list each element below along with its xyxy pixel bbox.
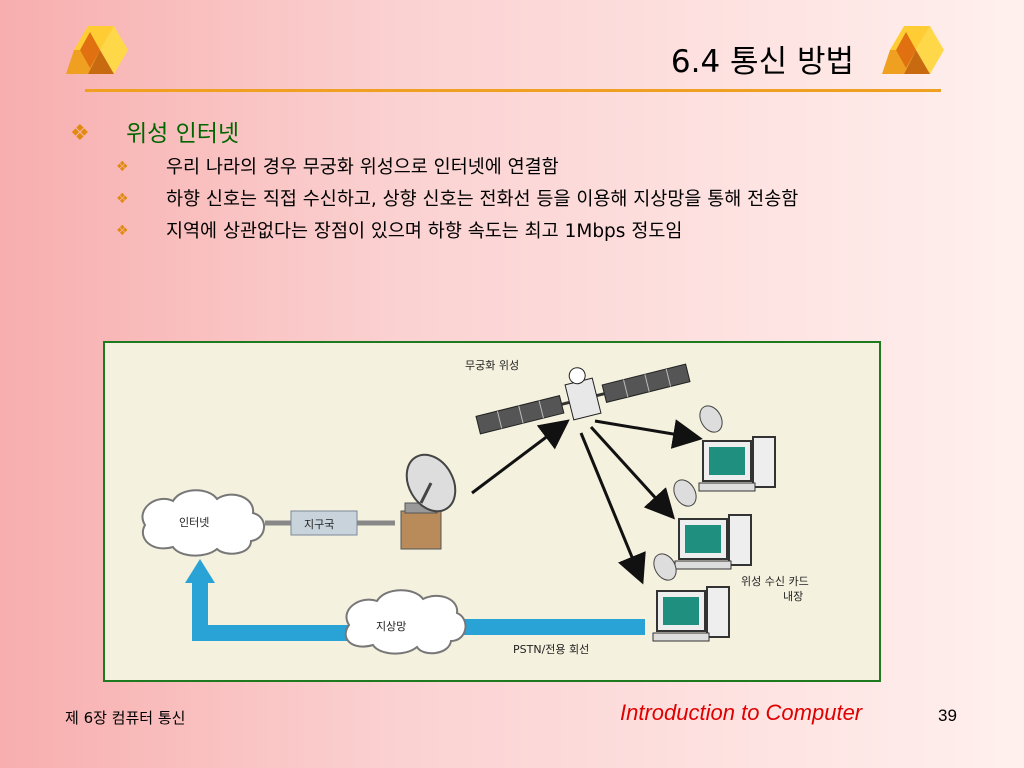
computer-icon [673, 479, 752, 570]
heading-text: 위성 인터넷 [126, 121, 240, 147]
satellite-label: 무궁화 위성 [465, 359, 519, 372]
card-label-line1: 위성 수신 카드 [741, 575, 809, 588]
list-item-text: 지역에 상관없다는 장점이 있으며 하향 속도는 최고 1Mbps 정도임 [166, 221, 683, 242]
earth-station-box [290, 510, 358, 536]
computer-icon [698, 405, 776, 492]
footer-chapter: 제 6장 컴퓨터 통신 [65, 709, 186, 727]
bullet-list: ❖ 위성 인터넷 ❖ 우리 나라의 경우 무궁화 위성으로 인터넷에 연결함 ❖… [70, 118, 950, 250]
cube-logo-icon [66, 26, 128, 74]
cloud-icon [344, 589, 467, 655]
bullet-heading: ❖ 위성 인터넷 [70, 118, 950, 150]
list-item: ❖ 우리 나라의 경우 무궁화 위성으로 인터넷에 연결함 [70, 154, 956, 181]
satellite-icon [475, 363, 691, 435]
downlink-arrow [589, 425, 676, 520]
uplink-arrow [471, 419, 570, 495]
cube-logo-icon [882, 26, 944, 74]
footer-course-title: Introduction to Computer [620, 700, 863, 725]
pstn-label: PSTN/전용 회선 [513, 643, 589, 656]
dish-antenna-icon [400, 453, 457, 550]
internet-label: 인터넷 [179, 516, 209, 529]
list-item-text: 우리 나라의 경우 무궁화 위성으로 인터넷에 연결함 [166, 157, 559, 178]
diamond-bullet-icon: ❖ [116, 191, 129, 207]
diamond-bullet-icon: ❖ [116, 223, 129, 239]
downlink-arrow [594, 419, 703, 449]
list-item: ❖ 지역에 상관없다는 장점이 있으며 하향 속도는 최고 1Mbps 정도임 [70, 218, 956, 245]
downlink-arrow [579, 432, 646, 585]
card-label-line2: 내장 [783, 590, 803, 603]
ground-network-label: 지상망 [376, 620, 406, 633]
list-item: ❖ 하향 신호는 직접 수신하고, 상향 신호는 전화선 등을 이용해 지상망을… [70, 186, 956, 213]
diamond-bullet-icon: ❖ [116, 159, 129, 175]
cloud-icon [141, 489, 265, 557]
satellite-internet-diagram: 무궁화 위성 인터넷 지구국 [103, 341, 881, 682]
page-number: 39 [938, 706, 957, 725]
earth-station-label: 지구국 [304, 518, 334, 531]
page-title: 6.4 통신 방법 [670, 44, 854, 80]
diamond-bullet-icon: ❖ [70, 121, 90, 146]
title-divider [85, 89, 941, 92]
list-item-text: 하향 신호는 직접 수신하고, 상향 신호는 전화선 등을 이용해 지상망을 통… [166, 189, 799, 210]
computer-icon [652, 553, 730, 642]
